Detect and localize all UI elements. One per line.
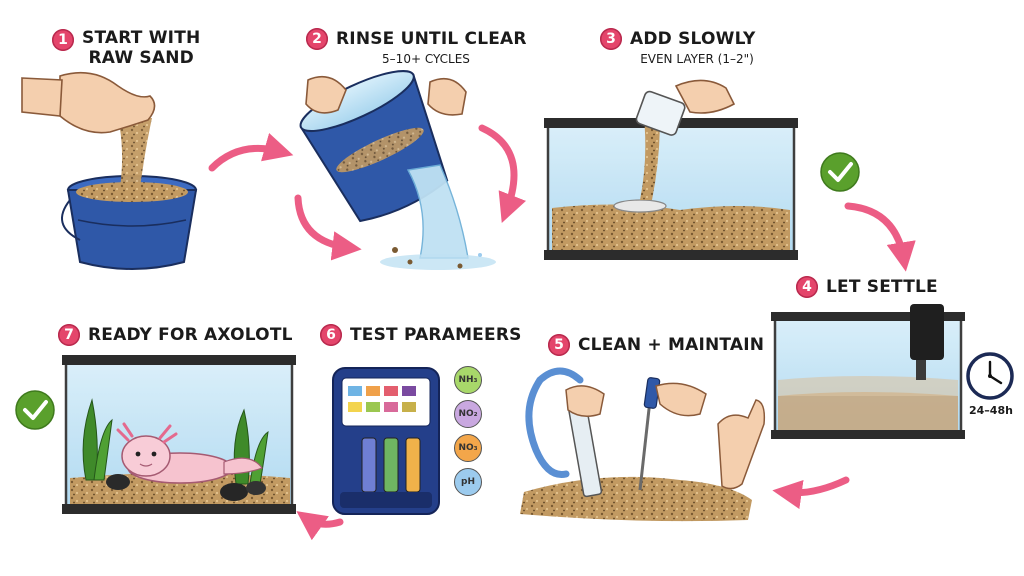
step-title: RINSE UNTIL CLEAR <box>336 29 527 49</box>
step-3-subtitle: EVEN LAYER (1–2") <box>640 52 754 66</box>
arrow-step1-to-step2 <box>208 133 294 172</box>
arrow-step6-to-step7 <box>296 511 344 541</box>
tank-adding-sand-icon <box>544 79 798 260</box>
test-badge-no3: NO₃ <box>454 434 482 462</box>
step-number-badge: 5 <box>548 334 570 356</box>
test-badge-no2: NO₂ <box>454 400 482 428</box>
step-number-badge: 4 <box>796 276 818 298</box>
step-1-label: 1 START WITH RAW SAND <box>52 28 200 68</box>
step-7-label: 7 READY FOR AXOLOTL <box>58 324 293 346</box>
test-badge-ph: pH <box>454 468 482 496</box>
step-number-badge: 2 <box>306 28 328 50</box>
step-title: ADD SLOWLY <box>630 29 756 49</box>
step-3-label: 3 ADD SLOWLY <box>600 28 755 50</box>
step-title: LET SETTLE <box>826 277 938 297</box>
step-5-label: 5 CLEAN + MAINTAIN <box>548 334 764 356</box>
step-number-badge: 6 <box>320 324 342 346</box>
clock-icon <box>966 352 1014 400</box>
test-badge-nh3: NH₃ <box>454 366 482 394</box>
settle-time-label: 24–48h <box>969 404 1013 417</box>
raw-sand-bucket-icon <box>21 71 198 270</box>
axolotl-tank-icon <box>62 355 296 514</box>
arrow-rinse-left <box>294 194 362 261</box>
step-number-badge: 3 <box>600 28 622 50</box>
rinse-bucket-icon <box>299 70 496 270</box>
step-title-line1: START WITH <box>82 28 201 48</box>
axolotl-icon <box>116 422 263 484</box>
arrow-step4-to-step5 <box>772 476 850 510</box>
step-title: CLEAN + MAINTAIN <box>578 335 765 355</box>
step-number-badge: 1 <box>52 29 74 51</box>
step-title: READY FOR AXOLOTL <box>88 325 293 345</box>
step-2-label: 2 RINSE UNTIL CLEAR <box>306 28 527 50</box>
step-title-line2: RAW SAND <box>88 48 194 68</box>
step-6-label: 6 TEST PARAMEERS <box>320 324 522 346</box>
arrow-rinse-right <box>478 124 527 223</box>
step-2-subtitle: 5–10+ CYCLES <box>382 52 470 66</box>
step-number-badge: 7 <box>58 324 80 346</box>
arrow-icon <box>208 124 916 541</box>
step-4-label: 4 LET SETTLE <box>796 276 938 298</box>
arrow-step3-to-step4 <box>844 202 916 272</box>
check-icon <box>820 152 860 192</box>
step-title: START WITH RAW SAND <box>82 28 200 68</box>
tank-settling-icon <box>771 304 965 439</box>
step-title: TEST PARAMEERS <box>350 325 522 345</box>
siphon-cleaning-icon <box>520 367 766 522</box>
check-icon <box>15 390 55 430</box>
test-kit-icon <box>332 367 440 515</box>
